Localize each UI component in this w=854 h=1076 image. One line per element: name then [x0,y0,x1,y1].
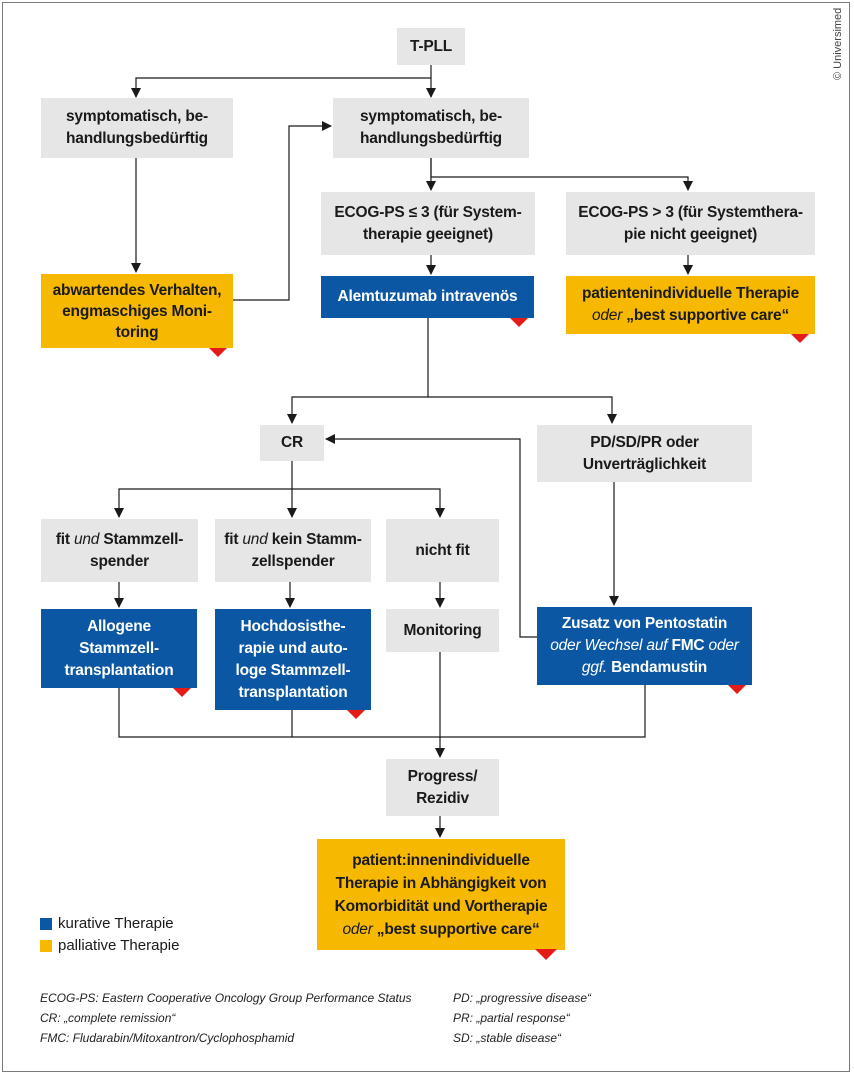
node-pentostatin-line3: ggf. Bendamustin [582,657,707,679]
node-watchful-waiting: abwartendes Verhalten, engmaschiges Moni… [41,274,233,357]
node-fit-no-donor-fit: fit [224,530,243,548]
node-allogeneic-line3: transplantation [64,661,174,679]
node-cr-label: CR [281,434,303,451]
node-watchful-waiting-line2: engmaschiges Moni- [62,302,212,320]
node-ecog-le3-line1: ECOG-PS ≤ 3 (für System- [334,203,522,221]
node-individual-therapy-line1: patientenindividuelle Therapie [581,285,800,302]
node-progress-line2: Rezidiv [416,789,469,807]
legend-curative-label: kurative Therapie [58,915,174,932]
node-autologous-transplant: Hochdosisthe- rapie und auto- loge Stamm… [215,609,371,719]
node-watchful-waiting-line3: toring [115,323,159,341]
footnote-fmc: FMC: Fludarabin/Mitoxantron/Cyclophospha… [40,1031,295,1045]
node-individual-therapy-bsc: „best supportive care“ [622,307,790,324]
node-final-line3: Komorbidität und Vortherapie [334,897,548,915]
palliative-marker [535,949,557,960]
node-watchful-waiting-line1: abwartendes Verhalten, [52,281,222,299]
node-tpll-label: T-PLL [409,37,453,55]
node-autologous-line3: loge Stammzell- [235,661,351,679]
legend-palliative: palliative Therapie [40,937,179,954]
node-pentostatin-fmc: FMC [671,637,705,654]
legend-swatch-curative [40,917,52,930]
palliative-marker [347,710,365,719]
node-ecog-le3-line2: therapie geeignet) [363,225,493,243]
palliative-marker [510,318,528,327]
node-symptomatic-right-line2: handlungsbedürftig [360,130,502,147]
node-autologous-line2: rapie und auto- [238,639,348,657]
palliative-marker [209,348,227,357]
node-pentostatin-bendamustin: Bendamustin [611,659,708,676]
node-alemtuzumab-label: Alemtuzumab intravenös [337,288,518,305]
node-autologous-line4: transplantation [238,683,348,701]
node-allogeneic-line1: Allogene [87,617,151,635]
footnote-sd: SD: „stable disease“ [453,1031,562,1045]
node-fit-donor-fit: fit [55,530,74,548]
node-final-line1: patient:innenindividuelle [352,851,530,869]
node-symptomatic-right-line1: symptomatisch, be- [360,108,502,125]
node-symptomatic-right: symptomatisch, be- handlungsbedürftig [333,98,529,158]
node-ecog-gt3: ECOG-PS > 3 (für Systemthera- pie nicht … [566,192,815,255]
node-fit-donor-line1: fit und Stammzell- [55,529,184,551]
footnote-ecog: ECOG-PS: Eastern Cooperative Oncology Gr… [40,991,412,1005]
node-final-line2: Therapie in Abhängigkeit von [335,874,547,892]
node-progress-line1: Progress/ [407,767,478,785]
node-final-line4: oder „best supportive care“ [342,918,539,941]
node-final-bsc: „best supportive care“ [372,920,540,938]
node-fit-no-donor: fit und kein Stamm- zellspender [215,519,371,582]
node-fit-donor: fit und Stammzell- spender [41,519,198,582]
node-pd-sd-pr-line1: PD/SD/PR oder [590,433,699,451]
node-pentostatin-oder: oder [704,637,739,654]
node-fit-no-donor-und: und [242,530,268,548]
node-fit-no-donor-line2: zellspender [251,552,335,570]
node-individual-therapy: patientenindividuelle Therapie oder „bes… [566,276,815,343]
legend-palliative-label: palliative Therapie [58,937,180,954]
node-final-therapy: patient:innenindividuelle Therapie in Ab… [317,839,565,960]
node-allogeneic-transplant: Allogene Stammzell- transplantation [41,609,197,697]
node-fit-donor-line2: spender [90,552,149,570]
legend-curative: kurative Therapie [40,915,174,932]
node-symptomatic-left-line2: handlungsbedürftig [66,130,208,147]
palliative-marker [728,685,746,694]
node-pentostatin-line2: oder Wechsel auf FMC oder [550,635,739,657]
node-alemtuzumab: Alemtuzumab intravenös [321,276,534,327]
node-fit-no-donor-line1: fit und kein Stamm- [224,529,362,551]
node-not-fit: nicht fit [386,519,499,582]
node-final-oder: oder [342,920,373,938]
node-ecog-gt3-line1: ECOG-PS > 3 (für Systemthera- [578,203,803,221]
node-pd-sd-pr: PD/SD/PR oder Unverträglichkeit [537,425,752,482]
node-ecog-gt3-line2: pie nicht geeignet) [623,225,758,243]
node-cr: CR [260,425,324,461]
footnote-cr: CR: „complete remission“ [40,1011,176,1025]
node-autologous-line1: Hochdosisthe- [240,617,346,635]
node-fit-donor-und: und [73,530,100,548]
node-pd-sd-pr-line2: Unverträglichkeit [582,455,707,473]
node-ecog-le3: ECOG-PS ≤ 3 (für System- therapie geeign… [321,192,535,255]
node-fit-no-donor-rest: kein Stamm- [267,530,362,548]
node-individual-therapy-oder: oder [591,307,623,324]
node-pentostatin: Zusatz von Pentostatin oder Wechsel auf … [537,607,752,694]
node-not-fit-label: nicht fit [415,541,470,559]
palliative-marker [791,334,809,343]
node-allogeneic-line2: Stammzell- [79,639,159,657]
footnote-pr: PR: „partial response“ [453,1011,570,1025]
node-symptomatic-left-line1: symptomatisch, be- [66,108,208,125]
node-symptomatic-left: symptomatisch, be- handlungsbedürftig [41,98,233,158]
legend-swatch-palliative [40,939,52,952]
node-individual-therapy-line2: oder „best supportive care“ [592,305,789,327]
node-monitoring: Monitoring [386,609,499,652]
footnote-pd: PD: „progressive disease“ [453,991,592,1005]
copyright-notice: © Universimed [832,7,844,80]
node-pentostatin-ggf: ggf. [581,659,612,676]
node-monitoring-label: Monitoring [403,621,482,639]
node-progress: Progress/ Rezidiv [386,759,499,816]
node-pentostatin-wechsel: oder Wechsel auf [550,637,672,654]
node-fit-donor-rest: Stammzell- [99,530,184,548]
node-tpll: T-PLL [397,28,465,65]
node-pentostatin-line1: Zusatz von Pentostatin [561,615,728,632]
palliative-marker [173,688,191,697]
